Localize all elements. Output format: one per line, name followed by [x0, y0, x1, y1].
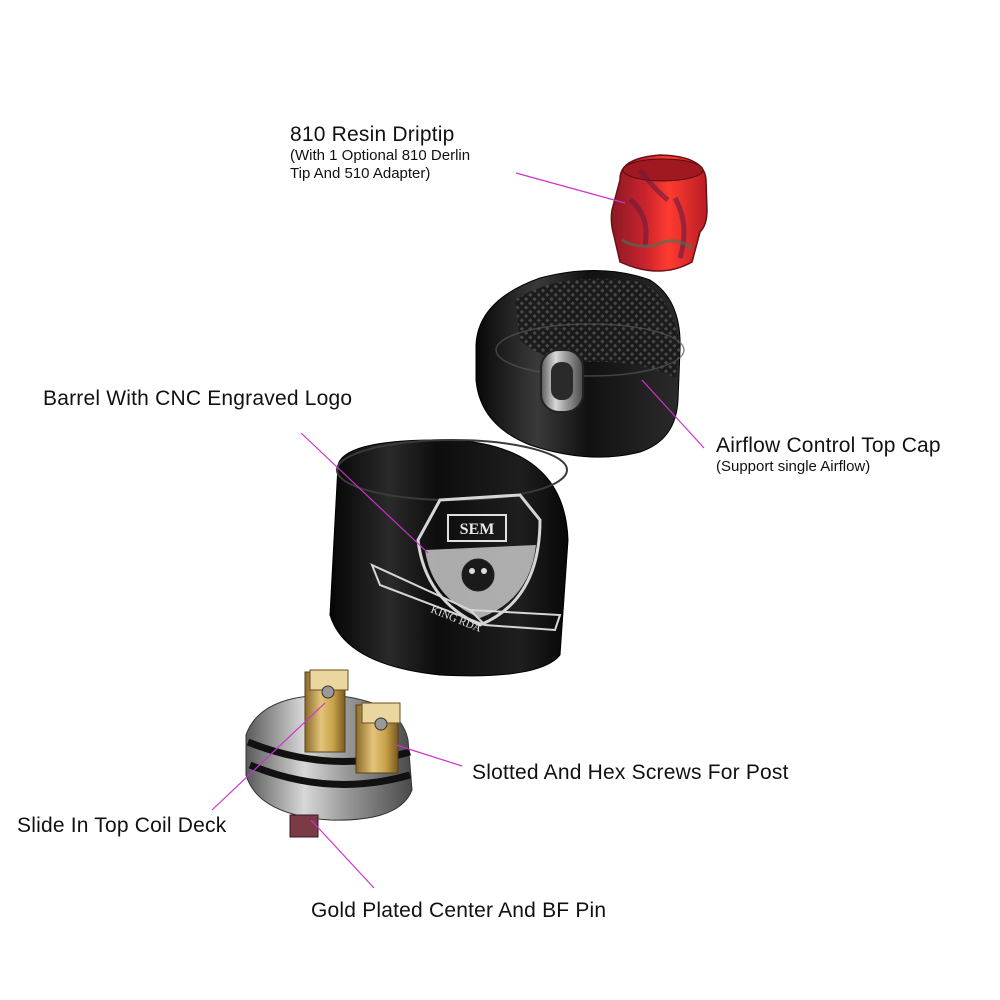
leader-top-cap	[641, 379, 705, 449]
driptip-swirl	[628, 168, 687, 259]
leader-screws	[395, 744, 463, 767]
logo-ribbon	[370, 563, 562, 632]
driptip-part	[610, 154, 708, 272]
top-cap-airflow-slot-inner	[551, 362, 573, 400]
logo-brand-plate	[447, 514, 507, 542]
logo-monkey-eye-right	[481, 568, 487, 574]
logo-shield	[416, 493, 542, 627]
barrel-engraved-logo: SEM KING RDA	[370, 493, 562, 635]
logo-monkey-eye-left	[469, 568, 475, 574]
deck-screw-right	[374, 717, 388, 731]
label-pin-title: Gold Plated Center And BF Pin	[311, 899, 607, 922]
label-screws: Slotted And Hex Screws For Post	[472, 761, 789, 785]
label-top-cap: Airflow Control Top Cap (Support single …	[716, 434, 941, 476]
label-deck-title: Slide In Top Coil Deck	[17, 814, 227, 837]
deck-screw-left	[321, 685, 335, 699]
driptip-bottom-swirl	[621, 238, 693, 250]
label-top-cap-note: (Support single Airflow)	[716, 458, 871, 475]
top-cap-rim	[495, 323, 685, 377]
label-driptip-note-2: Tip And 510 Adapter)	[290, 165, 431, 182]
label-driptip-note-1: (With 1 Optional 810 Derlin	[290, 147, 471, 164]
deck-part	[245, 669, 413, 838]
label-screws-title: Slotted And Hex Screws For Post	[472, 761, 789, 784]
leader-driptip	[515, 172, 626, 204]
label-barrel: Barrel With CNC Engraved Logo	[43, 387, 352, 411]
label-driptip-title: 810 Resin Driptip	[290, 123, 455, 146]
logo-monkey-face	[461, 558, 495, 592]
label-driptip: 810 Resin Driptip (With 1 Optional 810 D…	[290, 123, 470, 183]
leader-pin	[310, 819, 375, 889]
logo-brand-letters: SEM	[460, 521, 495, 538]
label-barrel-title: Barrel With CNC Engraved Logo	[43, 387, 353, 410]
label-deck: Slide In Top Coil Deck	[17, 814, 226, 838]
leader-barrel	[300, 432, 429, 554]
deck-oring-2	[248, 761, 411, 788]
label-top-cap-title: Airflow Control Top Cap	[716, 434, 941, 457]
driptip-top-opening	[622, 158, 704, 182]
label-pin: Gold Plated Center And BF Pin	[311, 899, 606, 923]
top-cap-part	[475, 269, 685, 458]
leader-lines	[211, 172, 705, 889]
deck-center-pin	[289, 814, 319, 838]
leader-deck	[211, 702, 326, 811]
barrel-part: SEM KING RDA	[329, 439, 569, 677]
